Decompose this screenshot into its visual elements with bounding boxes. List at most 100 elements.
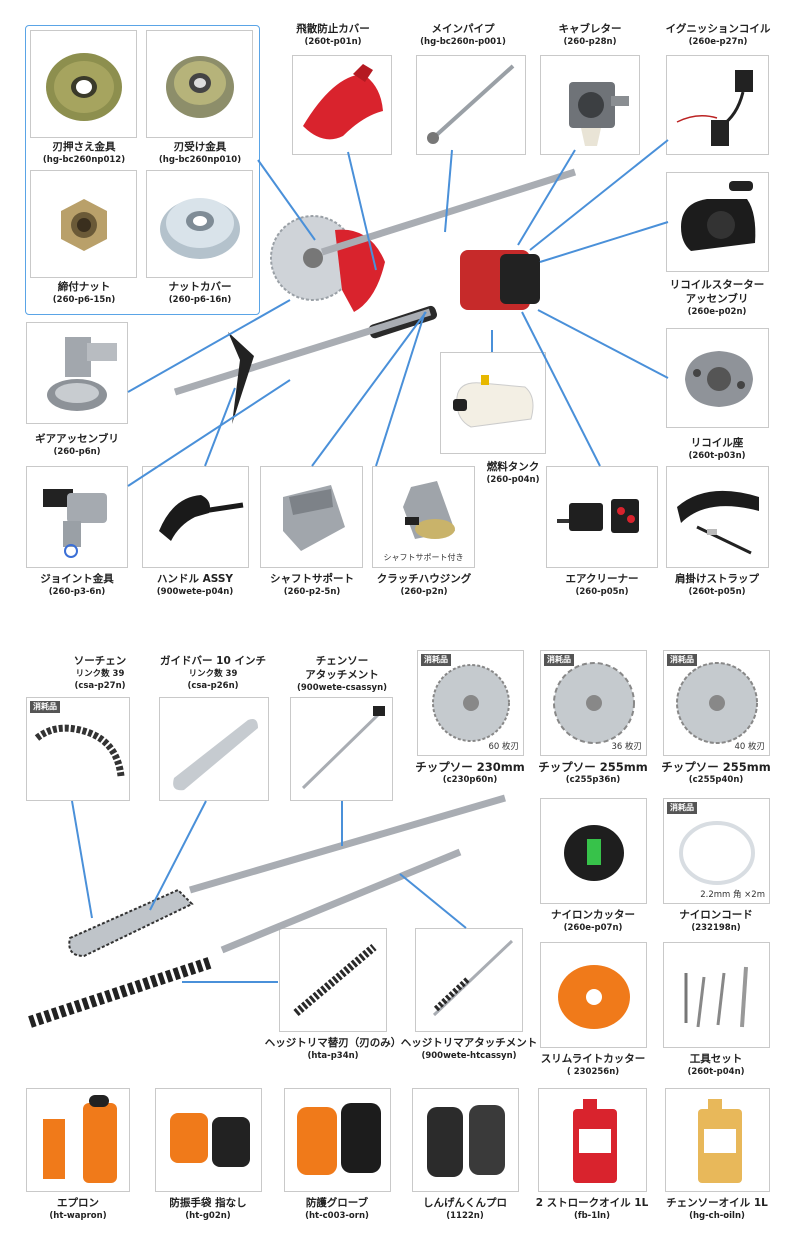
label-nylon-cord: ナイロンコード(232198n)	[679, 909, 753, 933]
guide-bar-image	[173, 719, 258, 791]
shinken-gloves-image	[427, 1105, 505, 1177]
label-saw-chain: ソーチェンリンク数 39(csa-p27n)	[73, 655, 127, 691]
recoil-starter-image	[681, 181, 756, 251]
label-ignition-coil: イグニッションコイル(260e-p27n)	[665, 23, 771, 47]
part-box-nylon-cutter[interactable]	[540, 798, 647, 904]
part-box-hedge-attachment[interactable]	[415, 928, 523, 1032]
part-box-nut-cover[interactable]	[146, 170, 253, 278]
part-box-handle[interactable]	[142, 466, 249, 568]
label-blade-press: 刃押さえ金具(hg-bc260np012)	[42, 141, 126, 165]
part-box-saw-chain[interactable]: 消耗品	[26, 697, 130, 801]
part-box-ignition-coil[interactable]	[666, 55, 769, 155]
label-shinken-pro: しんげんくんプロ(1122n)	[423, 1197, 507, 1221]
washer-group-frame	[25, 25, 260, 315]
ignition-coil-image	[676, 70, 753, 146]
part-box-recoil-seat[interactable]	[666, 328, 769, 428]
clutch-housing-image	[403, 481, 455, 539]
clutch-note: シャフトサポート付き	[383, 553, 464, 562]
label-carburetor: キャブレター(260-p28n)	[558, 23, 622, 47]
label-nut: 締付ナット(260-p6-15n)	[52, 281, 116, 305]
label-hedge-attachment: ヘッジトリマアタッチメント(900wete-htcassyn)	[400, 1037, 538, 1061]
chainsaw-attachment-image	[301, 706, 385, 790]
part-box-air-cleaner[interactable]	[546, 466, 658, 568]
label-strap: 肩掛けストラップ(260t-p05n)	[675, 573, 759, 597]
label-chainsaw-attachment: チェンソーアタッチメント(900wete-csassyn)	[296, 655, 388, 693]
part-box-carburetor[interactable]	[540, 55, 640, 155]
label-tip-saw-255-36: チップソー 255mm(c255p36n)	[538, 760, 648, 785]
nut-cover-image	[160, 198, 240, 259]
part-box-2stroke-oil[interactable]	[538, 1088, 647, 1192]
part-box-tip-saw-255-40[interactable]: 消耗品 40 枚刃	[663, 650, 770, 756]
tooth-count: 60 枚刃	[488, 742, 519, 752]
part-box-recoil-starter[interactable]	[666, 172, 769, 272]
saw-chain-image	[34, 724, 125, 777]
tip-saw-230-image	[432, 664, 510, 742]
part-box-shinken-pro[interactable]	[412, 1088, 519, 1192]
part-box-blade-press[interactable]	[30, 30, 137, 138]
label-gear-assembly: ギアアッセンブリ(260-p6n)	[35, 433, 119, 457]
label-fingerless-gloves: 防振手袋 指なし(ht-g02n)	[169, 1197, 247, 1221]
2stroke-oil-image	[573, 1099, 617, 1183]
part-box-tip-saw-255-36[interactable]: 消耗品 36 枚刃	[540, 650, 647, 756]
recoil-seat-image	[685, 351, 753, 407]
air-cleaner-image	[557, 499, 639, 533]
label-tool-set: 工具セット(260t-p04n)	[687, 1053, 745, 1077]
blade-receiver-image	[166, 56, 234, 118]
part-box-protective-gloves[interactable]	[284, 1088, 391, 1192]
label-slim-cutter: スリムライトカッター( 230256n)	[540, 1053, 646, 1077]
cord-spec: 2.2mm 角 ×2m	[700, 890, 765, 900]
part-box-chainsaw-oil[interactable]	[665, 1088, 770, 1192]
nylon-cord-image	[679, 821, 755, 885]
part-box-slim-cutter[interactable]	[540, 942, 647, 1048]
part-box-hedge-blade[interactable]	[279, 928, 387, 1032]
hedge-blade-image	[293, 943, 377, 1017]
part-box-shaft-support[interactable]	[260, 466, 363, 568]
tool-set-image	[684, 966, 748, 1028]
part-box-nut[interactable]	[30, 170, 137, 278]
part-box-main-pipe[interactable]	[416, 55, 526, 155]
part-box-apron[interactable]	[26, 1088, 130, 1192]
nylon-cutter-image	[564, 825, 624, 881]
part-box-tool-set[interactable]	[663, 942, 770, 1048]
part-box-chainsaw-attachment[interactable]	[290, 697, 393, 801]
handle-image	[159, 495, 244, 541]
label-apron: エプロン(ht-wapron)	[49, 1197, 107, 1221]
label-recoil-starter: リコイルスターターアッセンブリ(260e-p02n)	[669, 279, 765, 317]
slim-cutter-image	[558, 965, 630, 1029]
part-box-gear-assembly[interactable]	[26, 322, 128, 424]
label-tip-saw-230: チップソー 230mm(c230p60n)	[415, 760, 525, 785]
splash-guard-image	[303, 64, 383, 140]
part-box-strap[interactable]	[666, 466, 769, 568]
hedge-attachment-image	[432, 939, 514, 1017]
part-box-joint[interactable]	[26, 466, 128, 568]
main-pipe-image	[427, 64, 515, 144]
part-box-guide-bar[interactable]	[159, 697, 269, 801]
consumable-badge: 消耗品	[421, 654, 451, 666]
part-box-nylon-cord[interactable]: 消耗品 2.2mm 角 ×2m	[663, 798, 770, 904]
label-tip-saw-255-40: チップソー 255mm(c255p40n)	[661, 760, 771, 785]
label-clutch-housing: クラッチハウジング(260-p2n)	[376, 573, 472, 597]
nut-image	[61, 199, 107, 251]
protective-gloves-image	[297, 1103, 381, 1175]
tooth-count: 36 枚刃	[611, 742, 642, 752]
part-box-fingerless-gloves[interactable]	[155, 1088, 262, 1192]
label-recoil-seat: リコイル座(260t-p03n)	[688, 437, 746, 461]
tip-saw-255-40-image	[676, 662, 758, 744]
apron-image	[43, 1095, 117, 1183]
blade-press-image	[46, 53, 122, 121]
consumable-badge: 消耗品	[544, 654, 574, 666]
part-box-splash-guard[interactable]	[292, 55, 392, 155]
label-joint: ジョイント金具(260-p3-6n)	[40, 573, 114, 597]
part-box-blade-receiver[interactable]	[146, 30, 253, 138]
label-protective-gloves: 防護グローブ(ht-c003-orn)	[305, 1197, 369, 1221]
label-nylon-cutter: ナイロンカッター(260e-p07n)	[551, 909, 635, 933]
label-fuel-tank: 燃料タンク(260-p04n)	[486, 461, 540, 485]
label-shaft-support: シャフトサポート(260-p2-5n)	[270, 573, 354, 597]
gear-assembly-image	[47, 337, 117, 411]
part-box-clutch-housing[interactable]: シャフトサポート付き	[372, 466, 475, 568]
tip-saw-255-36-image	[553, 662, 635, 744]
part-box-fuel-tank[interactable]	[440, 352, 546, 454]
part-box-tip-saw-230[interactable]: 消耗品 60 枚刃	[417, 650, 524, 756]
